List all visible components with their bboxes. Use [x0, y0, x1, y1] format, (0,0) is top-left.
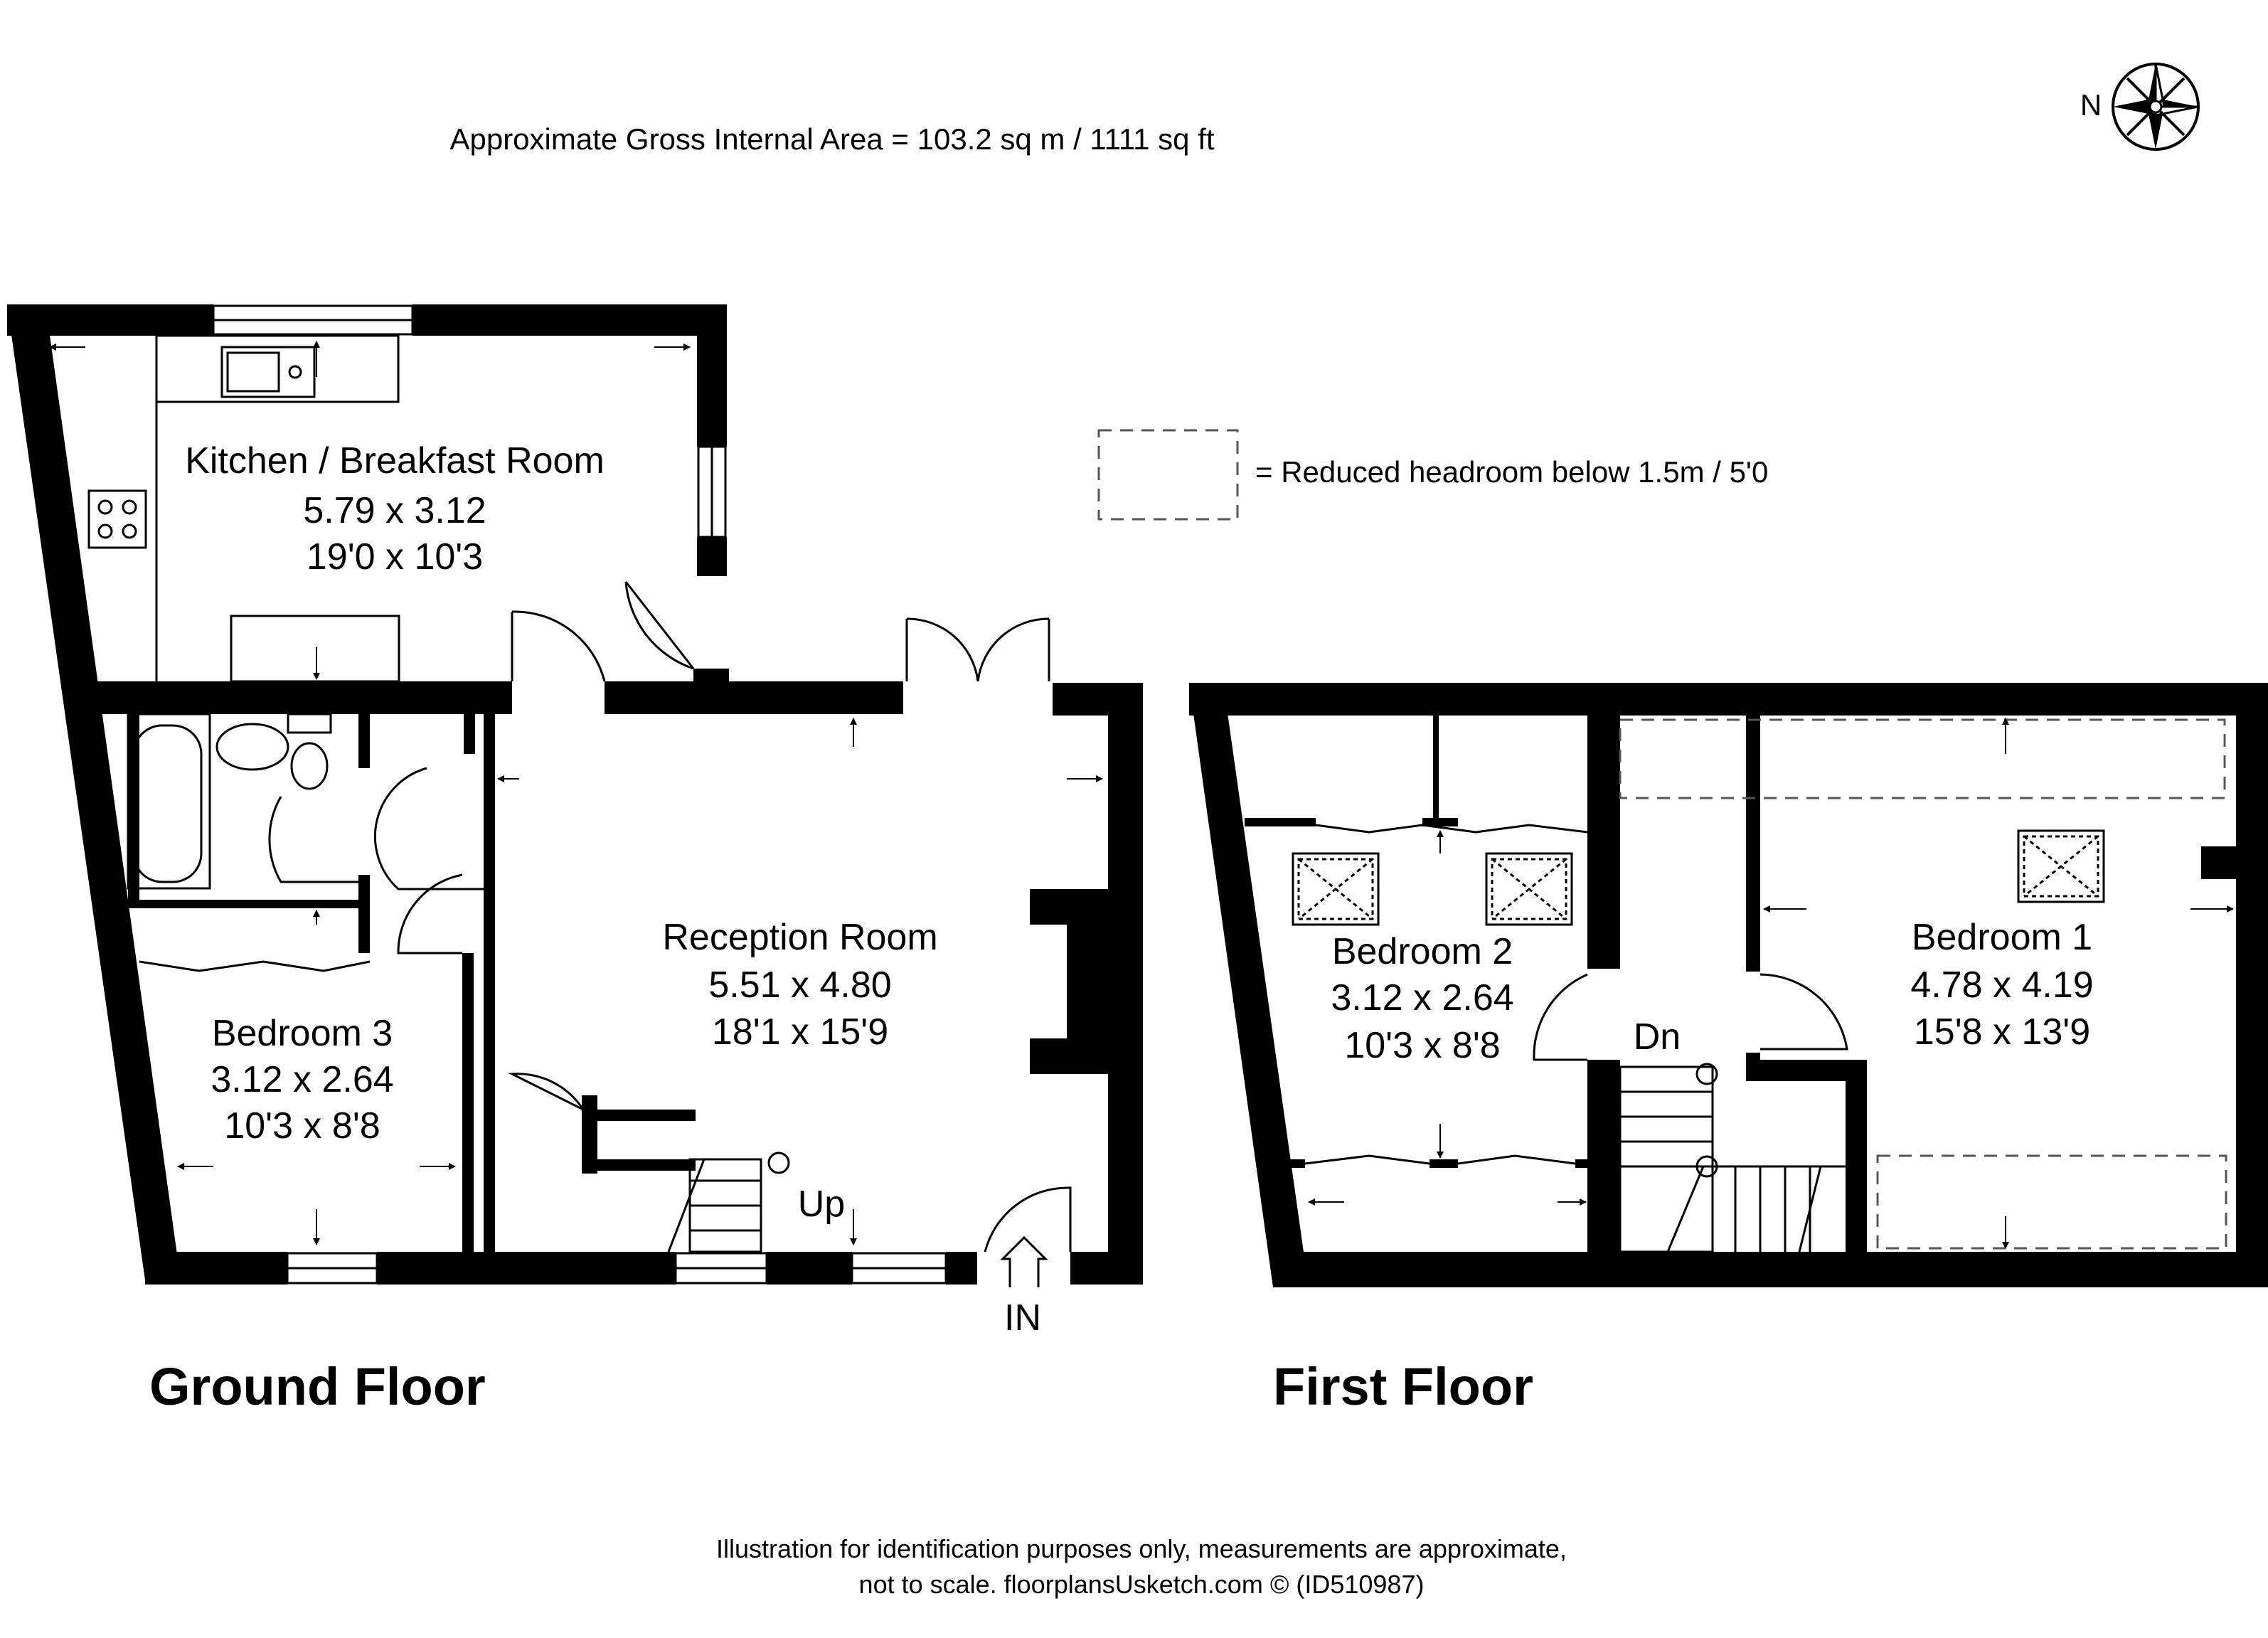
first-floor-plan: Bedroom 2 3.12 x 2.64 10'3 x 8'8 Bedroom…	[1189, 683, 2268, 1287]
disclaimer-line-1: Illustration for identification purposes…	[716, 1534, 1567, 1563]
reduced-headroom-legend-box	[1097, 429, 1239, 521]
first-floor-title: First Floor	[1273, 1357, 1533, 1416]
reception-metric: 5.51 x 4.80	[708, 964, 891, 1006]
wardrobe-doors-bed3	[139, 960, 371, 972]
stairs-down-label: Dn	[1634, 1016, 1681, 1058]
entrance-arrow-icon	[1000, 1235, 1048, 1287]
wardrobe-doors-bed2-top	[1315, 824, 1588, 834]
ground-floor-walls	[7, 304, 1143, 1285]
area-summary: Approximate Gross Internal Area = 103.2 …	[449, 122, 1214, 156]
bedroom1-name: Bedroom 1	[1912, 917, 2092, 958]
first-floor-walls	[1189, 683, 2268, 1287]
ground-floor-stairs	[667, 1152, 790, 1253]
door-reception-hall	[373, 767, 484, 890]
door-kitchen-garden	[624, 581, 695, 670]
reception-name: Reception Room	[662, 917, 937, 958]
reception-imperial: 18'1 x 15'9	[712, 1011, 888, 1053]
bathroom-fittings	[127, 713, 332, 890]
hob-icon	[87, 489, 147, 549]
bedroom2-metric: 3.12 x 2.64	[1331, 977, 1513, 1019]
bedroom1-imperial: 15'8 x 13'9	[1914, 1011, 2090, 1053]
first-floor-stairs	[1619, 1063, 1846, 1253]
compass-north-label: N	[2080, 88, 2102, 122]
wardrobe-doors-bed2-bottom	[1304, 1154, 1576, 1165]
bedroom2-name: Bedroom 2	[1332, 931, 1513, 972]
door-entrance	[984, 1186, 1072, 1253]
ground-floor-windows	[212, 304, 947, 1285]
reduced-headroom-zones	[1619, 718, 2227, 1250]
compass-icon	[2112, 63, 2200, 151]
kitchen-metric: 5.79 x 3.12	[303, 490, 486, 531]
ground-floor-dimension-arrows	[49, 341, 1103, 1245]
bedroom3-metric: 3.12 x 2.64	[211, 1059, 393, 1100]
first-floor-dimension-arrows	[1308, 718, 2234, 1249]
door-bedroom1	[1759, 973, 1848, 1051]
french-doors	[905, 617, 1050, 682]
door-bedroom3	[397, 873, 463, 954]
ground-floor-doors	[139, 581, 1072, 1253]
kitchen-fittings	[87, 334, 400, 683]
bedroom2-imperial: 10'3 x 8'8	[1344, 1025, 1500, 1066]
kitchen-imperial: 19'0 x 10'3	[307, 536, 483, 578]
door-kitchen-reception	[511, 610, 606, 682]
door-bathroom	[268, 796, 370, 883]
breakfast-table-icon	[230, 615, 400, 683]
skylight-icons	[1292, 829, 2105, 926]
basin-icon	[215, 723, 289, 771]
stairs-up-label: Up	[798, 1184, 845, 1225]
door-bedroom2	[1533, 973, 1588, 1061]
bedroom1-metric: 4.78 x 4.19	[1910, 964, 2093, 1006]
bath-icon	[132, 724, 203, 883]
disclaimer-line-2: not to scale. floorplansUsketch.com © (I…	[859, 1570, 1425, 1599]
bedroom3-name: Bedroom 3	[212, 1013, 393, 1054]
ground-floor-plan: Kitchen / Breakfast Room 5.79 x 3.12 19'…	[7, 304, 1143, 1339]
first-floor-doors	[1304, 824, 1848, 1165]
entrance-label: IN	[1004, 1297, 1041, 1339]
toilet-icon	[290, 742, 329, 790]
kitchen-name: Kitchen / Breakfast Room	[185, 440, 605, 482]
reduced-headroom-legend-text: = Reduced headroom below 1.5m / 5'0	[1255, 455, 1768, 489]
sink-icon	[220, 346, 316, 398]
ground-floor-title: Ground Floor	[149, 1357, 486, 1416]
bedroom3-imperial: 10'3 x 8'8	[224, 1105, 380, 1147]
door-cupboard	[508, 1073, 585, 1111]
